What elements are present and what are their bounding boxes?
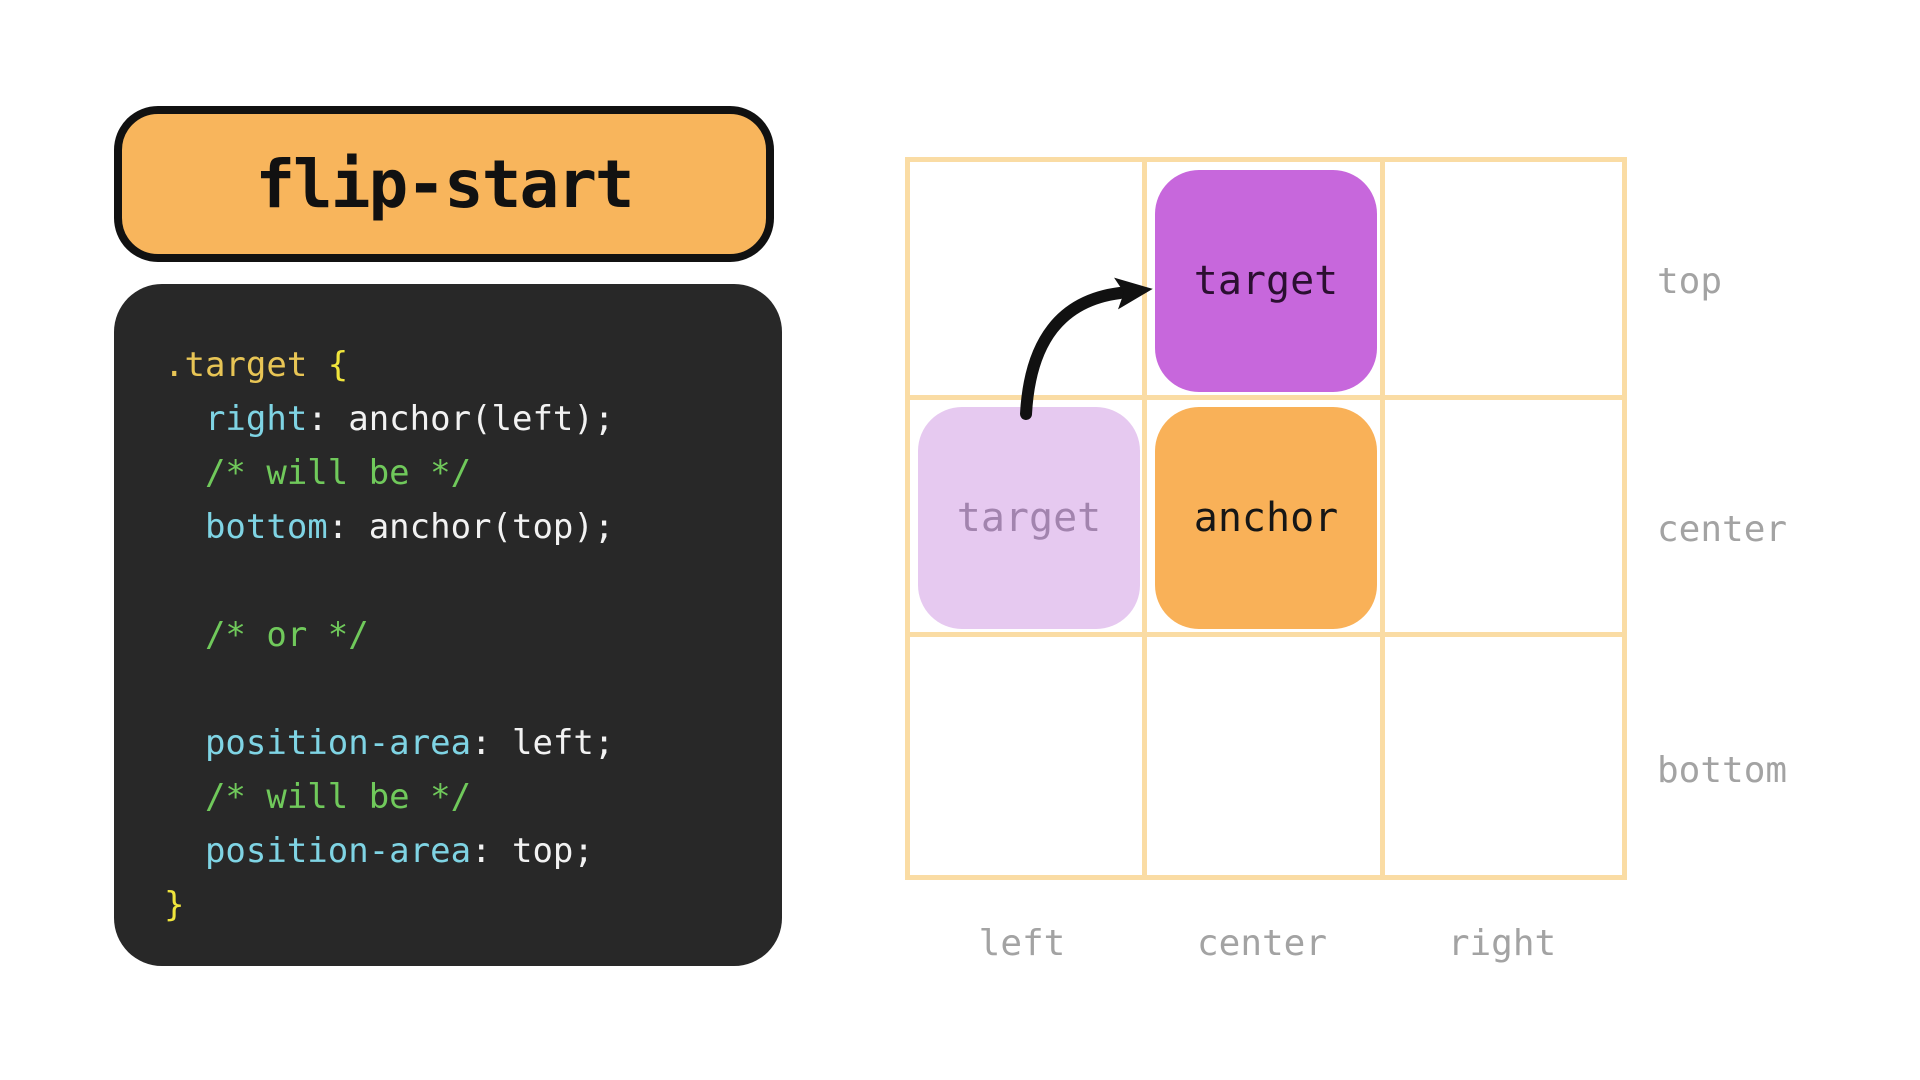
col-label-right: right <box>1447 923 1557 964</box>
original-target-box: target <box>918 407 1140 629</box>
grid-cell-center-left <box>910 399 1148 638</box>
code-value: : left; <box>471 723 615 763</box>
col-label-center: center <box>1196 923 1328 964</box>
grid-cell-bottom-right <box>1385 637 1622 875</box>
code-line: bottom: anchor(top); <box>164 500 782 554</box>
code-value: : top; <box>471 831 594 871</box>
code-line: position-area: top; <box>164 824 782 878</box>
code-close-brace: } <box>164 885 185 925</box>
grid-cell-bottom-center <box>1147 637 1385 875</box>
row-label-center: center <box>1657 509 1788 550</box>
code-property: right <box>164 399 308 439</box>
code-line: right: anchor(left); <box>164 392 782 446</box>
code-blank-line <box>164 554 782 608</box>
code-line: /* or */ <box>164 608 782 662</box>
code-line: .target { <box>164 338 782 392</box>
badge-label: flip-start <box>255 145 634 223</box>
flip-start-badge: flip-start <box>114 106 774 262</box>
grid-cell-bottom-left <box>910 637 1148 875</box>
original-target-label: target <box>956 495 1102 541</box>
code-comment: /* or */ <box>164 615 369 655</box>
grid-cell-top-center <box>1147 162 1385 400</box>
grid-cell-center-right <box>1384 400 1622 638</box>
flipped-target-box: target <box>1155 170 1377 392</box>
grid-cell-center-center <box>1147 399 1385 638</box>
code-line: } <box>164 878 782 932</box>
code-line: /* will be */ <box>164 446 782 500</box>
col-label-left: left <box>978 923 1066 964</box>
code-blank-line <box>164 662 782 716</box>
code-property: position-area <box>164 723 472 763</box>
row-label-bottom: bottom <box>1657 750 1788 791</box>
anchor-label: anchor <box>1193 495 1339 541</box>
code-property: position-area <box>164 831 472 871</box>
anchor-box: anchor <box>1155 407 1377 629</box>
code-line: /* will be */ <box>164 770 782 824</box>
code-property: bottom <box>164 507 328 547</box>
code-open-brace: { <box>327 345 349 385</box>
code-comment: /* will be */ <box>164 777 472 817</box>
code-value: : anchor(top); <box>327 507 615 547</box>
flipped-target-label: target <box>1193 258 1339 304</box>
code-line: position-area: left; <box>164 716 782 770</box>
code-comment: /* will be */ <box>164 453 472 493</box>
position-area-grid: target anchor target <box>905 157 1627 880</box>
row-label-top: top <box>1657 261 1723 302</box>
grid-cell-top-left <box>910 162 1148 400</box>
code-selector: .target <box>164 345 328 385</box>
grid-cell-top-right <box>1384 162 1622 400</box>
code-value: : anchor(left); <box>307 399 615 439</box>
css-code-panel: .target { right: anchor(left); /* will b… <box>114 284 782 966</box>
